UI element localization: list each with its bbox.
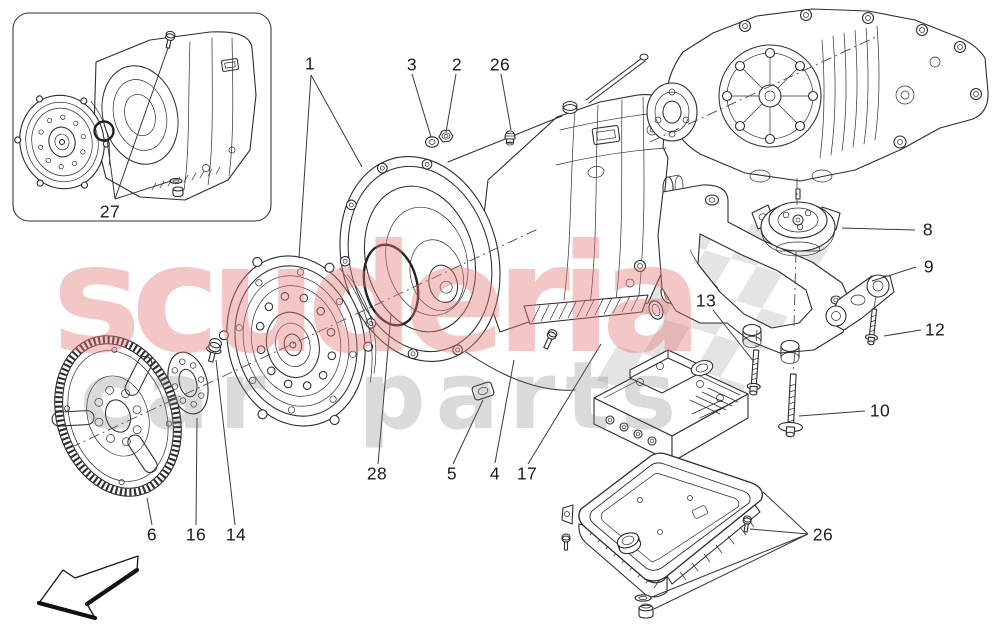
callout-16: 16 [185, 524, 207, 545]
sump-screw-left [561, 533, 571, 551]
crossmember-boss [742, 323, 800, 364]
washer-drawing [424, 136, 440, 148]
callout-14: 14 [225, 524, 247, 545]
nut-drawing [438, 129, 454, 143]
bolt-12-drawing [864, 308, 879, 346]
transfer-case-drawing [646, 8, 989, 183]
callout-26-top: 26 [489, 54, 511, 75]
sump-screw-right [742, 515, 752, 533]
callout-1: 1 [304, 53, 316, 74]
leader-lines [146, 73, 922, 610]
callout-6: 6 [146, 524, 158, 545]
callout-17: 17 [516, 463, 538, 484]
callout-26-bottom: 26 [812, 524, 834, 545]
breather-plug-drawing [504, 130, 516, 146]
callout-4: 4 [489, 463, 501, 484]
crossmember-drawing [657, 184, 853, 364]
inset-box [12, 12, 272, 222]
bolt-17-drawing [543, 329, 558, 350]
flywheel-bolt-drawing [205, 338, 222, 363]
oil-sump-drawing [561, 452, 763, 619]
callout-5: 5 [446, 463, 458, 484]
callout-10: 10 [869, 400, 891, 421]
callout-9: 9 [923, 256, 935, 277]
sump-drain-boss [616, 532, 642, 555]
bolt-10-drawing [778, 373, 804, 438]
engine-mount-drawing [751, 188, 841, 257]
oring-drawing [362, 243, 420, 327]
axis-lines [69, 35, 879, 449]
rubber-pad-drawing [471, 381, 495, 401]
callout-13: 13 [695, 290, 717, 311]
flywheel-drawing [51, 335, 182, 497]
callout-8: 8 [922, 219, 934, 240]
callout-2: 2 [451, 54, 463, 75]
bolt-13-drawing [746, 349, 761, 396]
callout-3: 3 [406, 54, 418, 75]
inset-gearbox-drawing [14, 30, 257, 201]
valve-body-drawing [593, 349, 749, 463]
inset-plug-drawing [172, 186, 184, 198]
sump-plug [638, 603, 654, 619]
spacer-plate-drawing [167, 351, 209, 415]
callout-27: 27 [99, 201, 121, 222]
inset-oring-drawing [93, 120, 115, 142]
direction-arrow [36, 555, 140, 621]
inset-bolt-drawing [165, 30, 176, 49]
callout-28: 28 [366, 463, 388, 484]
inset-leader-lines [106, 47, 172, 200]
sump-plug-washer [634, 594, 652, 602]
torque-converter-drawing [218, 255, 377, 427]
inset-washer-drawing [169, 178, 183, 184]
bellhousing-drawing [339, 115, 576, 391]
gearbox-housing-drawing [477, 53, 684, 333]
callout-12: 12 [924, 319, 946, 340]
